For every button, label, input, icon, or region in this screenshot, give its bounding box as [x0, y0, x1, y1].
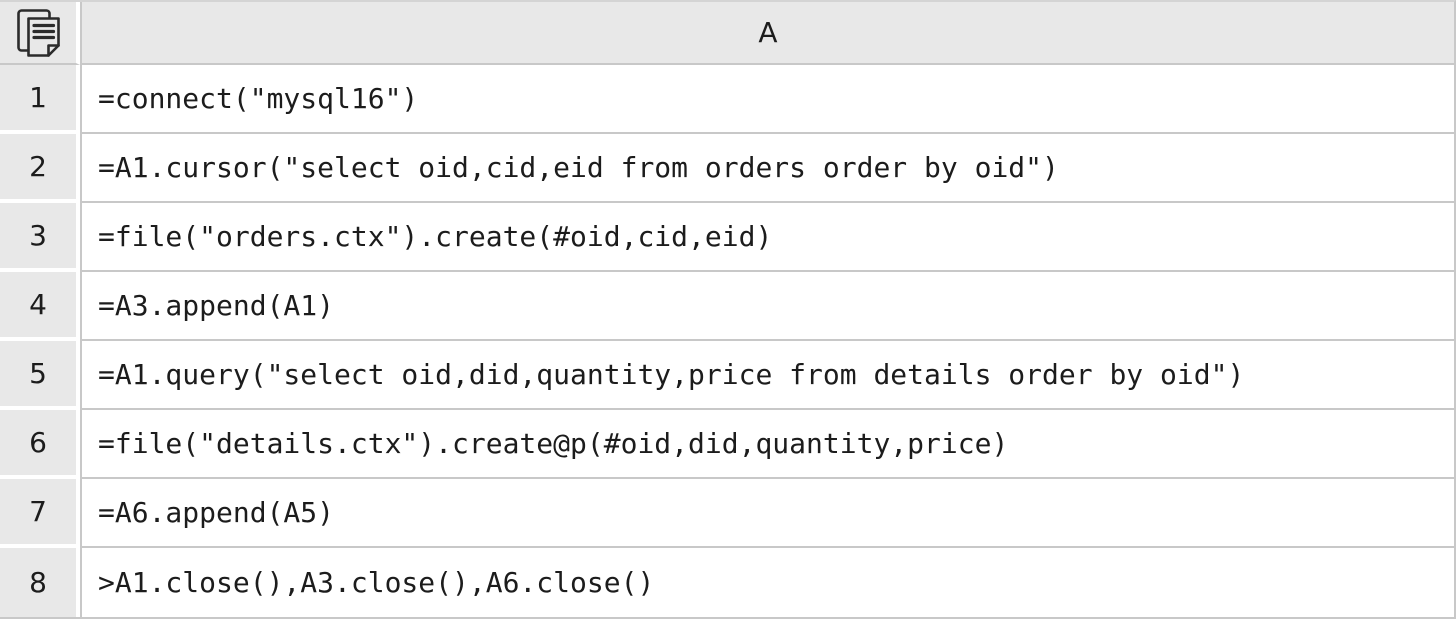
- cell-a8[interactable]: >A1.close(),A3.close(),A6.close(): [80, 548, 1454, 617]
- cell-a2-code: =A1.cursor("select oid,cid,eid from orde…: [98, 151, 1059, 184]
- copy-pages-icon: [17, 8, 60, 57]
- row-header-8[interactable]: 8: [0, 548, 80, 617]
- column-header-a[interactable]: A: [80, 2, 1454, 65]
- row-header-7[interactable]: 7: [0, 479, 80, 548]
- row-header-3[interactable]: 3: [0, 203, 80, 272]
- cell-a8-code: >A1.close(),A3.close(),A6.close(): [98, 566, 655, 599]
- cell-a1-code: =connect("mysql16"): [98, 82, 419, 115]
- cell-a6-code: =file("details.ctx").create@p(#oid,did,q…: [98, 427, 1009, 460]
- cell-a1[interactable]: =connect("mysql16"): [80, 65, 1454, 134]
- cell-a5-code: =A1.query("select oid,did,quantity,price…: [98, 358, 1245, 391]
- cell-a6[interactable]: =file("details.ctx").create@p(#oid,did,q…: [80, 410, 1454, 479]
- cell-a2[interactable]: =A1.cursor("select oid,cid,eid from orde…: [80, 134, 1454, 203]
- cell-a5[interactable]: =A1.query("select oid,did,quantity,price…: [80, 341, 1454, 410]
- cell-a4[interactable]: =A3.append(A1): [80, 272, 1454, 341]
- cell-a7-code: =A6.append(A5): [98, 496, 335, 529]
- select-all-corner[interactable]: [0, 2, 80, 65]
- cell-a4-code: =A3.append(A1): [98, 289, 335, 322]
- row-header-6[interactable]: 6: [0, 410, 80, 479]
- row-header-5[interactable]: 5: [0, 341, 80, 410]
- row-header-4[interactable]: 4: [0, 272, 80, 341]
- cell-a3[interactable]: =file("orders.ctx").create(#oid,cid,eid): [80, 203, 1454, 272]
- row-header-2[interactable]: 2: [0, 134, 80, 203]
- cell-a3-code: =file("orders.ctx").create(#oid,cid,eid): [98, 220, 773, 253]
- cell-a7[interactable]: =A6.append(A5): [80, 479, 1454, 548]
- row-header-1[interactable]: 1: [0, 65, 80, 134]
- column-header-label: A: [758, 16, 778, 49]
